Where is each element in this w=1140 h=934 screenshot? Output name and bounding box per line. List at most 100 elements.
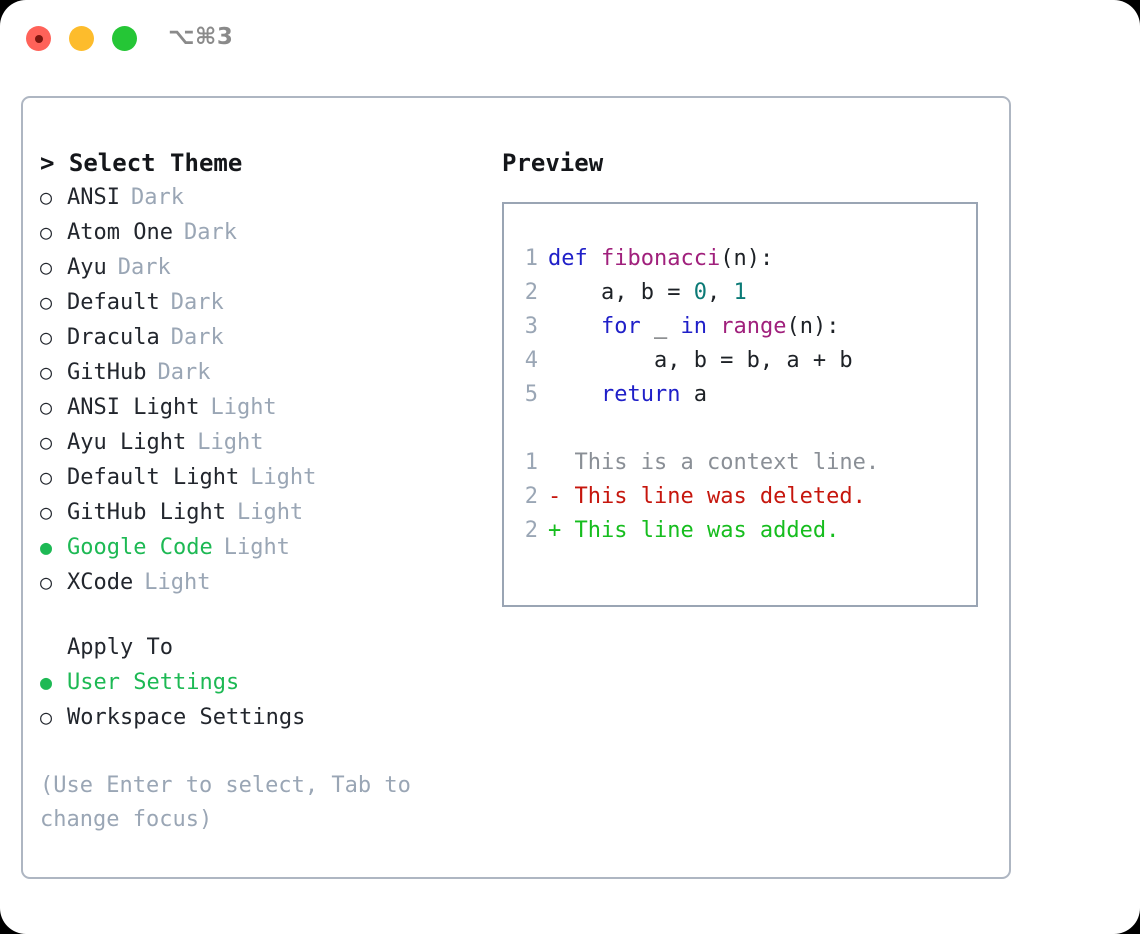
theme-option-label: ANSI Light [67, 395, 200, 420]
radio-unselected-icon: ○ [40, 290, 53, 314]
apply-to-section: Apply To ●User Settings○Workspace Settin… [40, 631, 480, 735]
code-line-content: for _ in range(n): [548, 310, 839, 344]
code-line-content: def fibonacci(n): [548, 242, 773, 276]
theme-option-google-code[interactable]: ● Google Code Light [40, 530, 480, 565]
theme-option-label: Atom One [67, 220, 173, 245]
diff-line: 2 + This line was added. [504, 514, 976, 548]
code-token-plain: a, b = b, a + b [548, 348, 853, 373]
apply-to-option-workspace-settings[interactable]: ○ Workspace Settings [40, 700, 480, 735]
radio-unselected-icon: ○ [40, 570, 53, 594]
minimize-window-icon[interactable] [69, 26, 94, 51]
line-number: 4 [524, 348, 538, 373]
radio-unselected-icon: ○ [40, 220, 53, 244]
theme-option-tag: Dark [157, 360, 211, 385]
radio-unselected-icon: ○ [40, 185, 53, 209]
theme-option-label: Default Light [67, 465, 240, 490]
close-window-icon[interactable] [26, 26, 51, 51]
theme-option-label: ANSI [67, 185, 120, 210]
code-token-plain: a, b = [548, 280, 694, 305]
code-token-plain [548, 382, 601, 407]
code-token-plain: a [680, 382, 707, 407]
code-token-kw: def [548, 246, 601, 271]
theme-option-label: GitHub [67, 360, 147, 385]
theme-option-tag: Dark [117, 255, 171, 280]
keyboard-hint-text: (Use Enter to select, Tab to change focu… [40, 773, 425, 832]
apply-to-option-user-settings[interactable]: ● User Settings [40, 665, 480, 700]
theme-option-label: Default [67, 290, 160, 315]
diff-sign: + [548, 518, 575, 543]
theme-option-tag: Dark [170, 325, 224, 350]
code-line: 3 for _ in range(n): [504, 310, 976, 344]
code-token-num: 0 [693, 280, 707, 305]
code-token-kw: for [600, 314, 641, 339]
apply-to-option-label: Workspace Settings [67, 705, 306, 730]
theme-option-tag: Light [144, 570, 211, 595]
theme-option-tag: Light [223, 535, 290, 560]
maximize-window-icon[interactable] [112, 26, 137, 51]
radio-unselected-icon: ○ [40, 255, 53, 279]
code-line-content: a, b = b, a + b [548, 344, 853, 378]
code-line: 2 a, b = 0, 1 [504, 276, 976, 310]
theme-option-tag: Dark [183, 220, 237, 245]
theme-option-label: Ayu [67, 255, 107, 280]
code-token-plain [707, 314, 720, 339]
preview-title: Preview [502, 149, 604, 177]
code-token-plain: , [706, 280, 734, 305]
apply-to-option-label: User Settings [67, 670, 240, 695]
code-line-content: a, b = 0, 1 [548, 276, 747, 310]
diff-line-content: This is a context line. [574, 450, 880, 475]
code-line-content: return a [548, 378, 707, 412]
radio-unselected-icon: ○ [40, 325, 53, 349]
code-line: 5 return a [504, 378, 976, 412]
theme-option-ansi-light[interactable]: ○ ANSI Light Light [40, 390, 480, 425]
theme-option-label: Dracula [67, 325, 160, 350]
line-number: 2 [524, 518, 538, 543]
theme-option-xcode[interactable]: ○ XCode Light [40, 565, 480, 600]
code-token-fn: range [720, 314, 787, 339]
apply-to-option-list: ● User Settings ○ Workspace Settings [40, 665, 480, 735]
title-bar: ⌥⌘3 [0, 0, 1140, 78]
code-token-num: 1 [733, 280, 747, 305]
theme-option-dracula[interactable]: ○ Dracula Dark [40, 320, 480, 355]
preview-spacer [504, 412, 976, 446]
diff-line-content: This line was deleted. [574, 484, 866, 509]
code-token-plain: (n): [720, 246, 774, 271]
diff-line: 1 This is a context line. [504, 446, 976, 480]
code-token-fn: fibonacci [600, 246, 721, 271]
theme-option-tag: Light [250, 465, 317, 490]
radio-unselected-icon: ○ [40, 395, 53, 419]
theme-option-label: XCode [67, 570, 134, 595]
line-number: 3 [524, 314, 538, 339]
code-token-plain: _ [640, 314, 681, 339]
theme-option-label: Google Code [67, 535, 213, 560]
diff-line-content: This line was added. [574, 518, 840, 543]
radio-selected-icon: ● [40, 670, 53, 694]
code-token-kw: in [680, 314, 707, 339]
radio-unselected-icon: ○ [40, 430, 53, 454]
code-token-plain [548, 314, 601, 339]
radio-selected-icon: ● [40, 535, 53, 559]
theme-option-ayu[interactable]: ○ Ayu Dark [40, 250, 480, 285]
theme-option-tag: Light [210, 395, 277, 420]
traffic-light-group [26, 26, 137, 51]
diff-line: 2- This line was deleted. [504, 480, 976, 514]
radio-unselected-icon: ○ [40, 705, 53, 729]
theme-option-label: GitHub Light [67, 500, 226, 525]
code-token-kw: return [600, 382, 681, 407]
select-theme-header: > Select Theme [40, 149, 243, 177]
line-number: 2 [524, 280, 538, 305]
theme-option-atom-one[interactable]: ○ Atom One Dark [40, 215, 480, 250]
